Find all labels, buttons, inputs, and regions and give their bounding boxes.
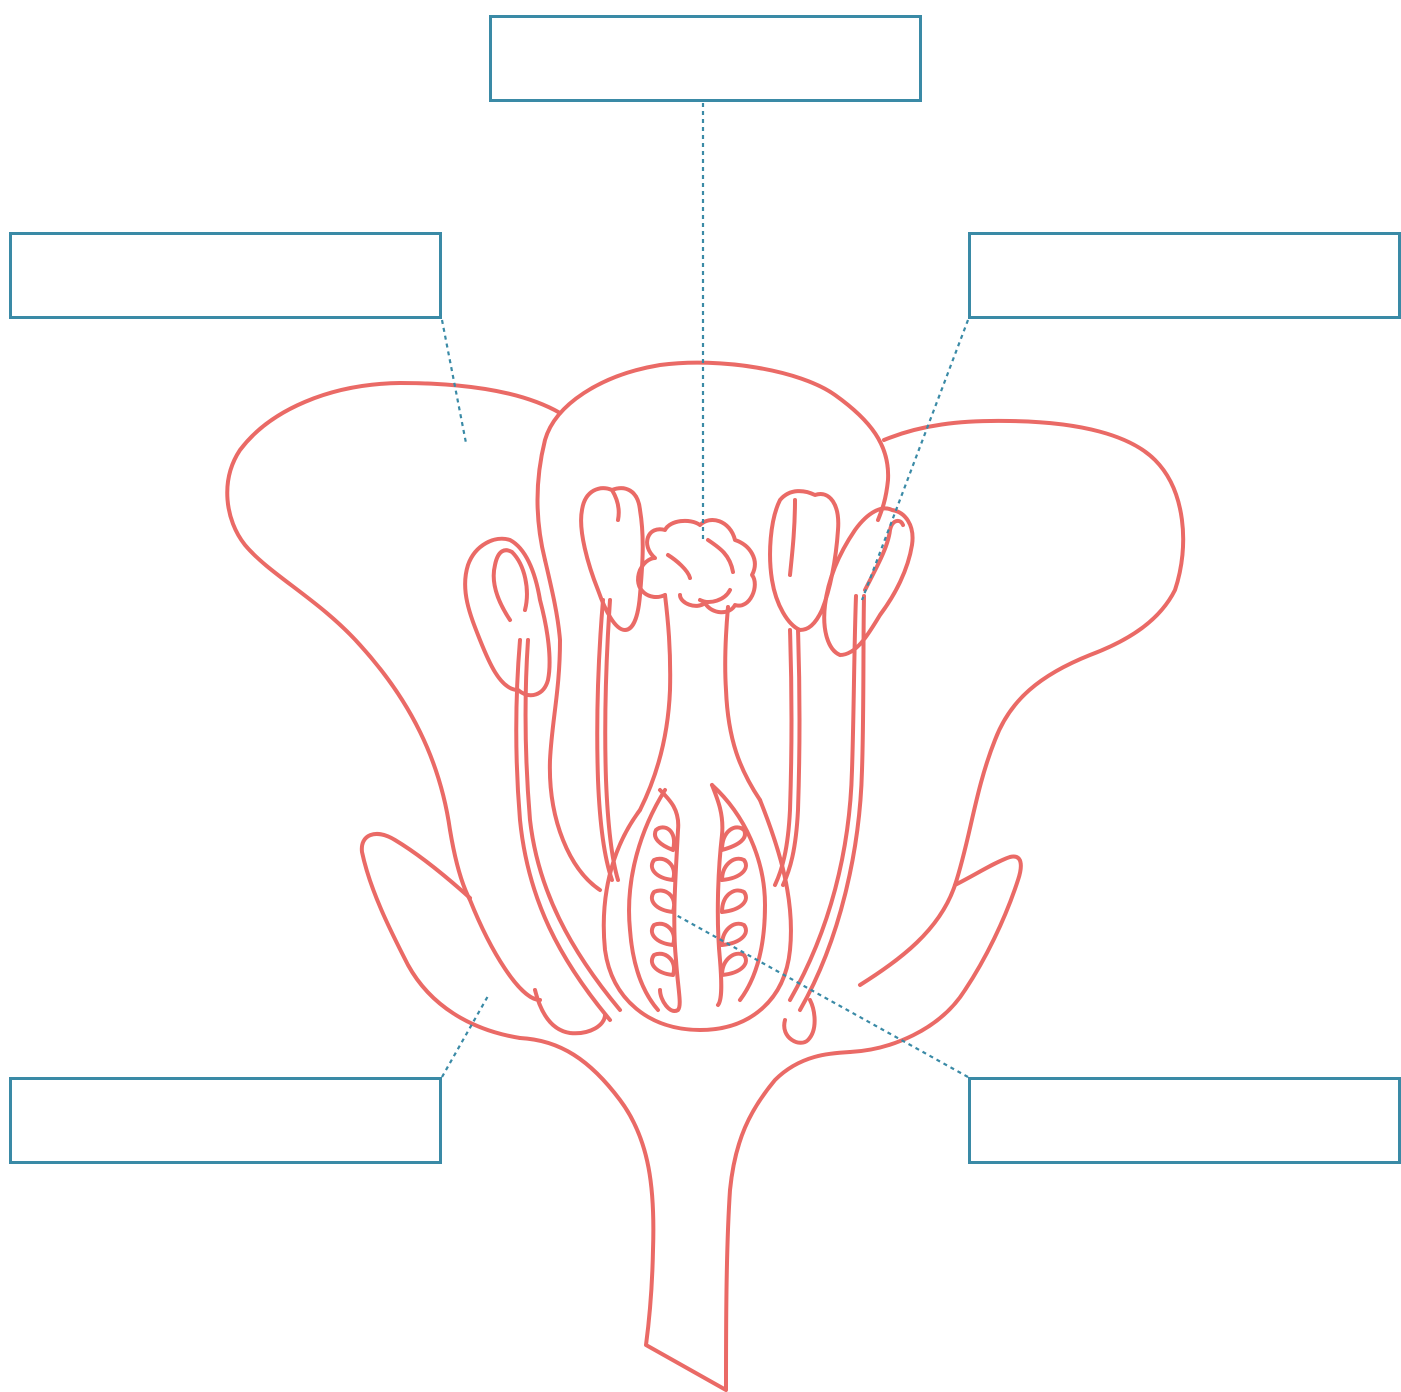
- stamen-inner-left-anther: [581, 488, 643, 630]
- stamen-inner-right-anther-split: [790, 500, 795, 575]
- left-petal: [227, 383, 560, 1000]
- leader-line-right-top: [862, 320, 968, 600]
- stamen-far-left-anther-inner: [494, 550, 527, 620]
- leader-line-left-top: [442, 320, 466, 443]
- stamen-far-right-anther-inner: [865, 521, 903, 590]
- right-sepal: [850, 857, 1021, 1052]
- stamen-inner-left-filament: [597, 600, 618, 880]
- style-right: [725, 607, 760, 800]
- stamen-inner-right-anther: [770, 491, 838, 630]
- stigma-inner: [668, 540, 733, 602]
- label-box-right-bottom[interactable]: [968, 1077, 1401, 1164]
- left-base-lump: [535, 990, 605, 1033]
- label-box-left-top[interactable]: [9, 232, 442, 319]
- ovules-left: [652, 827, 674, 975]
- left-sepal: [362, 834, 520, 1038]
- label-box-left-bottom[interactable]: [9, 1077, 442, 1164]
- ovule-wall-left: [660, 790, 680, 1011]
- stem-left: [520, 1038, 850, 1390]
- right-petal: [860, 421, 1183, 985]
- stigma: [638, 520, 755, 612]
- style-left: [640, 595, 670, 810]
- label-box-right-top[interactable]: [968, 232, 1401, 319]
- right-base-lump: [784, 1000, 814, 1043]
- ovule-outer-left: [629, 790, 665, 1010]
- center-petal: [538, 363, 889, 560]
- stamen-inner-left-anther-split: [612, 490, 619, 520]
- label-box-top[interactable]: [489, 15, 922, 102]
- center-petal-side: [545, 560, 600, 890]
- stamen-far-right-filament: [790, 596, 864, 1010]
